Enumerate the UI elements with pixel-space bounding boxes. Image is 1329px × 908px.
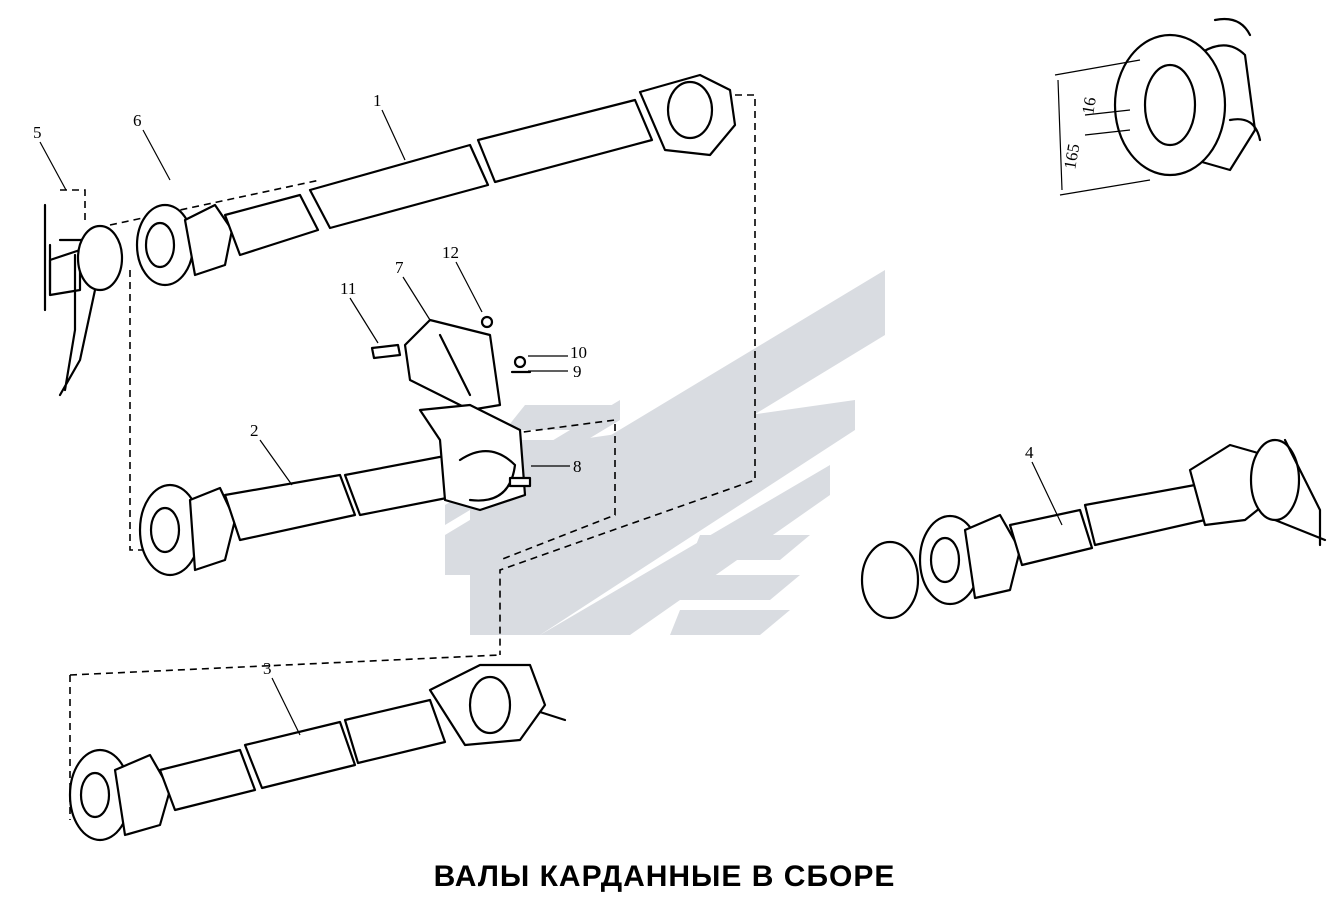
intermediate-support-bracket — [370, 315, 532, 412]
nut-12 — [480, 315, 494, 329]
shaft-1-tube-b — [476, 98, 654, 184]
shaft-2-front-joint — [188, 486, 237, 572]
callout-10: 10 — [570, 343, 587, 362]
callout-6: 6 — [133, 111, 142, 130]
shaft-1-tube-a — [308, 143, 490, 230]
shaft-2-tube-a — [223, 473, 357, 542]
callout-9: 9 — [573, 362, 582, 381]
shaft-3-rear-joint — [428, 663, 547, 747]
shaft-3 — [68, 663, 567, 842]
callout-3: 3 — [263, 659, 272, 678]
callout-8: 8 — [573, 457, 582, 476]
shaft-3-spline-tube — [158, 748, 257, 812]
callout-7: 7 — [395, 258, 404, 277]
bolt-11 — [370, 343, 402, 360]
callout-1: 1 — [373, 91, 382, 110]
shaft-1-rear-joint — [638, 73, 737, 157]
shaft-4-front-joint — [963, 513, 1022, 600]
shaft-3-tube-a — [243, 720, 357, 790]
chassis-fragment — [43, 203, 97, 397]
shaft-1 — [76, 73, 737, 292]
nut-10 — [513, 355, 527, 369]
callout-12: 12 — [442, 243, 459, 262]
shaft-2-support-bearing — [418, 403, 527, 512]
shaft-3-front-joint — [113, 753, 172, 837]
shaft-2 — [138, 403, 532, 577]
bolt-8 — [508, 476, 532, 488]
flange-yoke-detail — [1054, 17, 1262, 196]
shaft-4-tube — [1008, 508, 1094, 567]
dimension-bolt-diameter: 16 — [1078, 96, 1100, 116]
shaft-4-spline-tube — [1083, 483, 1207, 547]
callout-4: 4 — [1025, 443, 1034, 462]
callout-leaders — [39, 109, 1063, 736]
shaft-4 — [860, 438, 1327, 620]
shaft-1-front-joint — [183, 203, 234, 277]
shaft-1-spline-tube — [223, 193, 320, 257]
callout-2: 2 — [250, 421, 259, 440]
callout-5: 5 — [33, 123, 42, 142]
shaft-3-tube-b — [343, 698, 447, 765]
shaft-1-mating-flange — [76, 224, 124, 292]
callout-11: 11 — [340, 279, 356, 298]
diagram-title: ВАЛЫ КАРДАННЫЕ В СБОРЕ — [433, 860, 896, 893]
shaft-4-loose-flange — [860, 540, 920, 620]
dimension-outer-diameter: 165 — [1060, 142, 1083, 170]
